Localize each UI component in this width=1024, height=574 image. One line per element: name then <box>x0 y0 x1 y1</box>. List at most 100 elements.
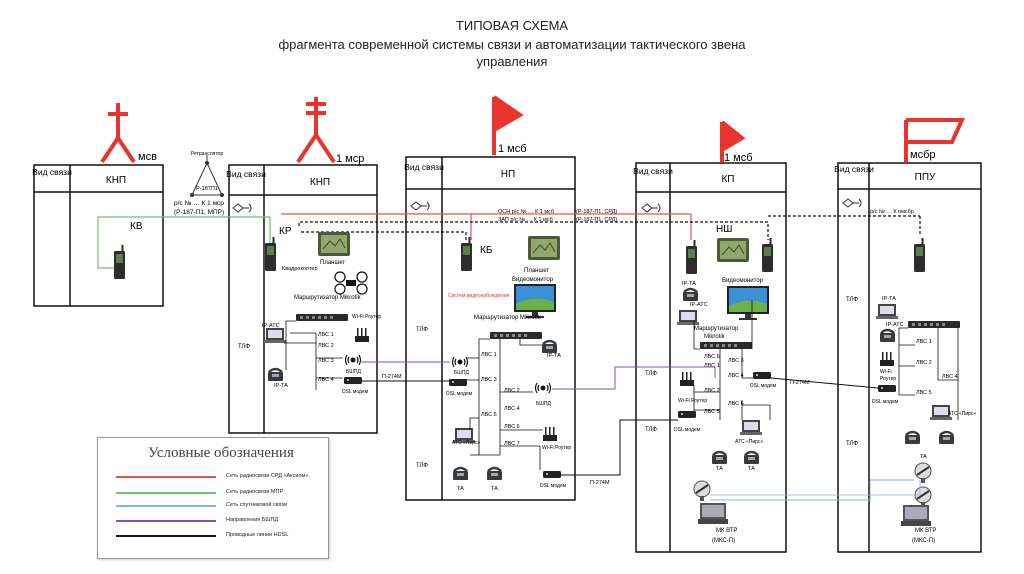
legend-swatch-hdsl <box>116 535 216 537</box>
link-zap-label: ЗАП р/с № … К 1 мсб <box>498 217 553 223</box>
wifi-router-knp2-icon <box>355 328 369 342</box>
column-kp-title: КП <box>721 174 734 185</box>
diagram-title-line2: фрагмента современной системы связи и ав… <box>0 36 1024 70</box>
legend-label-hdsl: Проводные линии HDSL <box>226 532 289 538</box>
device-kv-label: КВ <box>130 221 143 232</box>
column-kp-box <box>635 162 787 553</box>
link-zap-paren: (Р-187-П1, СРД) <box>576 217 617 223</box>
knp2-lvs4: ЛВС 4 <box>318 377 334 383</box>
bshpd-np-icon <box>451 356 469 368</box>
quadcopter-label: Квадрокоптер <box>282 266 318 272</box>
ta-np-1-icon <box>451 466 470 482</box>
column-np-box <box>405 156 576 501</box>
kp-lvs2: ЛВС 2 <box>704 388 720 394</box>
videomonitor-np-label: Видеомонитор <box>512 277 554 283</box>
dsl-knp2-label: DSL модем <box>342 389 369 395</box>
mks-p-kp-label: (МКС-П) <box>712 538 735 544</box>
tablet-np-icon <box>527 235 561 261</box>
ats-pirs-kp-label: АТС «Пирс» <box>735 439 763 445</box>
vid-svyazi-header-3: Вид связи <box>404 162 444 172</box>
wifi-router-np-label: Wi-Fi Роутер <box>542 445 571 451</box>
ip-ta-ppu-laptop-icon <box>876 304 898 319</box>
knp2-tlf-label: ТЛФ <box>238 344 250 350</box>
msr-label: 1 мср <box>336 153 364 165</box>
dsl-kp-1-label: DSL модем <box>674 427 701 433</box>
ta-np-2-icon <box>485 466 504 482</box>
retranslator-label: Ретранслятор <box>191 151 223 157</box>
bshpd-np-2-label: БШПД <box>536 401 551 407</box>
kp-lvs3: ЛВС 3 <box>728 358 744 364</box>
ppu-tlf-label-2: ТЛФ <box>846 441 858 447</box>
ip-ta-kp-icon <box>681 287 700 303</box>
radio-kp-2-icon <box>762 238 773 272</box>
np-lvs4: ЛВС 4 <box>504 406 520 412</box>
retranslator-device: Р-187П1 <box>196 186 218 192</box>
link-omsbr-label: р/с № … К омсбр <box>870 209 914 215</box>
device-kr-label: КР <box>279 226 292 237</box>
ta-ppu-2-icon <box>937 430 956 446</box>
link-rs1-line1: р/с № … К 1 мср <box>174 200 224 207</box>
router-kp-label-2: Mikrotik <box>704 334 726 340</box>
mk-vtr-kp-label: МК ВТР <box>716 528 737 534</box>
mks-p-ppu-label: (МКС-П) <box>912 538 935 544</box>
kp-flag-symbol <box>720 120 746 162</box>
ppu-lvs2: ЛВС 2 <box>916 360 932 366</box>
bshpd-knp2-icon <box>344 354 362 366</box>
vid-svyazi-header-1: Вид связи <box>32 167 72 177</box>
router-np-icon <box>490 332 542 339</box>
np-lvs3: ЛВС 3 <box>481 377 497 383</box>
knp2-lvs1: ЛВС 1 <box>318 332 334 338</box>
wifi-router-np-icon <box>543 427 557 441</box>
router-knp2-label: Маршрутизатор Mikrotik <box>294 295 362 301</box>
np-lvs1: ЛВС 1 <box>481 352 497 358</box>
ip-ta-knp2-icon <box>266 367 285 383</box>
msb-np-label: 1 мсб <box>498 143 527 155</box>
radio-kv-icon <box>114 245 125 279</box>
radio-ppu-icon <box>914 238 925 272</box>
tablet-kp-icon <box>716 237 750 263</box>
link-p274-1: П-274М <box>382 374 402 380</box>
ta-ppu-label: ТА <box>920 454 927 460</box>
dsl-knp2-icon <box>344 377 362 384</box>
np-tlf-label-1: ТЛФ <box>416 327 428 333</box>
column-knp2-title: КНП <box>310 177 330 188</box>
ta-kp-2-icon <box>742 450 761 466</box>
legend-title: Условные обозначения <box>148 445 294 461</box>
ip-ats-kp-label: IP-АТС <box>690 302 708 308</box>
vid-svyazi-header-2: Вид связи <box>226 169 266 179</box>
diagram-title-subtitle-end: управления <box>476 54 548 69</box>
kp-lvs6b: ЛВС 6 <box>728 401 744 407</box>
dsl-np-icon <box>449 379 467 386</box>
msr-symbol <box>296 97 336 164</box>
ppu-lvs4: ЛВС 4 <box>942 374 958 380</box>
ip-ta-ppu-phone-icon <box>878 328 897 344</box>
dsl-np-label: DSL модем <box>446 391 473 397</box>
link-osn-label: ОСН р/с № … К 1 мсб <box>498 209 554 215</box>
ta-ppu-1-icon <box>903 430 922 446</box>
legend-swatch-srd <box>116 476 216 478</box>
bshpd-np-label: БШПД <box>454 370 469 376</box>
knp2-lvs3: ЛВС 3 <box>318 358 334 364</box>
router-kp-label-1: Маршрутизатор <box>694 326 739 332</box>
tablet-np-label: Планшет <box>524 268 549 274</box>
msv-label: мсв <box>138 151 157 163</box>
satellite-ppu-icon <box>901 505 931 526</box>
tablet-knp2-label: Планшет <box>320 260 345 266</box>
diagram-title-subtitle: фрагмента современной системы связи и ав… <box>278 37 746 52</box>
column-np-title: НП <box>501 169 515 180</box>
ppu-lvs1: ЛВС 1 <box>916 339 932 345</box>
bshpd-knp2-label: БШПД <box>346 369 361 375</box>
legend-label-mpr: Сеть радиосвязи МПР <box>226 489 284 495</box>
kp-lvs6: ЛВС 6 <box>704 354 720 360</box>
satellite-kp-icon <box>698 503 728 524</box>
np-lvs5: ЛВС 5 <box>481 412 497 418</box>
ip-ats-kp-icon <box>677 310 699 325</box>
retranslator-symbol <box>190 155 224 197</box>
videomonitor-np-icon <box>514 284 556 318</box>
wifi-router-ppu-icon <box>880 352 894 366</box>
link-rs1-line2: (Р-187-П1, МПР) <box>174 209 224 216</box>
radio-link-symbol-np <box>410 201 430 211</box>
radio-kb-icon <box>461 237 472 271</box>
ip-ta-kp-label: IP-ТА <box>682 281 696 287</box>
column-ppu-box <box>837 162 982 553</box>
